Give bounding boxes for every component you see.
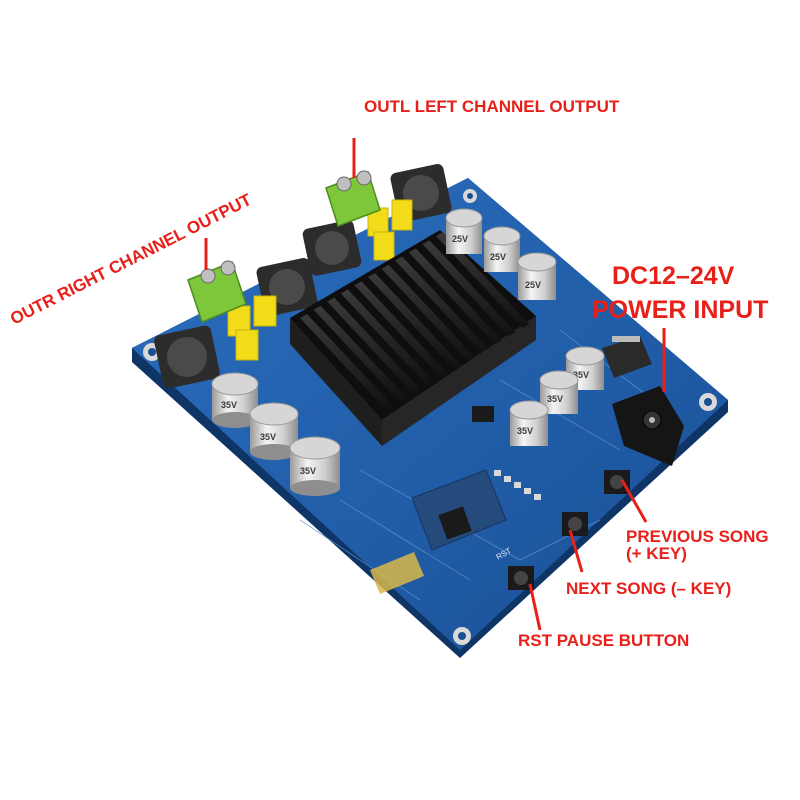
inductor: [302, 220, 362, 276]
capacitor: 35V: [211, 372, 259, 428]
heatsink-fin: [354, 281, 448, 378]
capacitor-group-small: 25V 25V 25V: [445, 208, 557, 300]
heatsink-fin: [368, 273, 461, 369]
capacitor-label: 35V: [221, 400, 237, 410]
capacitor-label: 35V: [547, 394, 563, 404]
capacitor: 35V: [565, 346, 605, 390]
antenna: [370, 552, 424, 594]
capacitor-label: 25V: [490, 252, 506, 262]
label-previous-line1: PREVIOUS SONG: [626, 527, 769, 546]
label-rst-pause: RST PAUSE BUTTON: [518, 631, 689, 650]
dc-power-jack: [612, 386, 684, 466]
label-power-line1: DC12–24V: [612, 262, 735, 290]
label-next-song: NEXT SONG (– KEY): [566, 579, 731, 598]
rst-pause-button[interactable]: [508, 566, 534, 590]
bluetooth-module: [411, 469, 507, 551]
led-row: [494, 470, 541, 500]
annotation-pointers: [204, 138, 666, 631]
capacitor: 35V: [509, 400, 549, 446]
heatsink-fin: [340, 289, 434, 386]
capacitor: 25V: [483, 226, 521, 272]
capacitor: 25V: [445, 208, 483, 254]
capacitor-label: 35V: [573, 370, 589, 380]
heatsink-fin: [408, 248, 502, 345]
heatsink-fin: [300, 314, 393, 410]
mounting-holes: [143, 189, 717, 645]
capacitor-group-mid: 35V 35V 35V: [509, 346, 605, 446]
heatsink-fin: [422, 240, 516, 337]
label-previous-line2: (+ KEY): [626, 544, 687, 563]
capacitor-group-big: 35V 35V 35V: [211, 372, 341, 496]
capacitor-label: 35V: [260, 432, 276, 442]
voltage-regulator: [602, 336, 652, 378]
capacitor-label: 25V: [525, 280, 541, 290]
film-capacitors: [227, 199, 413, 361]
heatsink-fin: [436, 232, 529, 328]
heatsink-fin: [313, 305, 407, 402]
capacitor-label: 25V: [452, 234, 468, 244]
terminal-outr: [187, 260, 247, 323]
inductor: [154, 325, 220, 389]
heatsink: [290, 230, 536, 446]
previous-song-button[interactable]: [604, 470, 630, 494]
label-outl: OUTL LEFT CHANNEL OUTPUT: [364, 97, 620, 116]
heatsink-fin: [327, 297, 421, 394]
label-power-line2: POWER INPUT: [592, 296, 768, 324]
heatsink-fin: [395, 256, 489, 353]
capacitor-label: 35V: [517, 426, 533, 436]
terminal-outl: [325, 170, 381, 227]
next-song-button[interactable]: [562, 512, 588, 536]
heatsink-fin: [381, 264, 475, 361]
ic-chip: [472, 406, 494, 422]
capacitor-label: 35V: [300, 466, 316, 476]
capacitor: 25V: [517, 252, 557, 300]
capacitor: 35V: [289, 436, 341, 496]
